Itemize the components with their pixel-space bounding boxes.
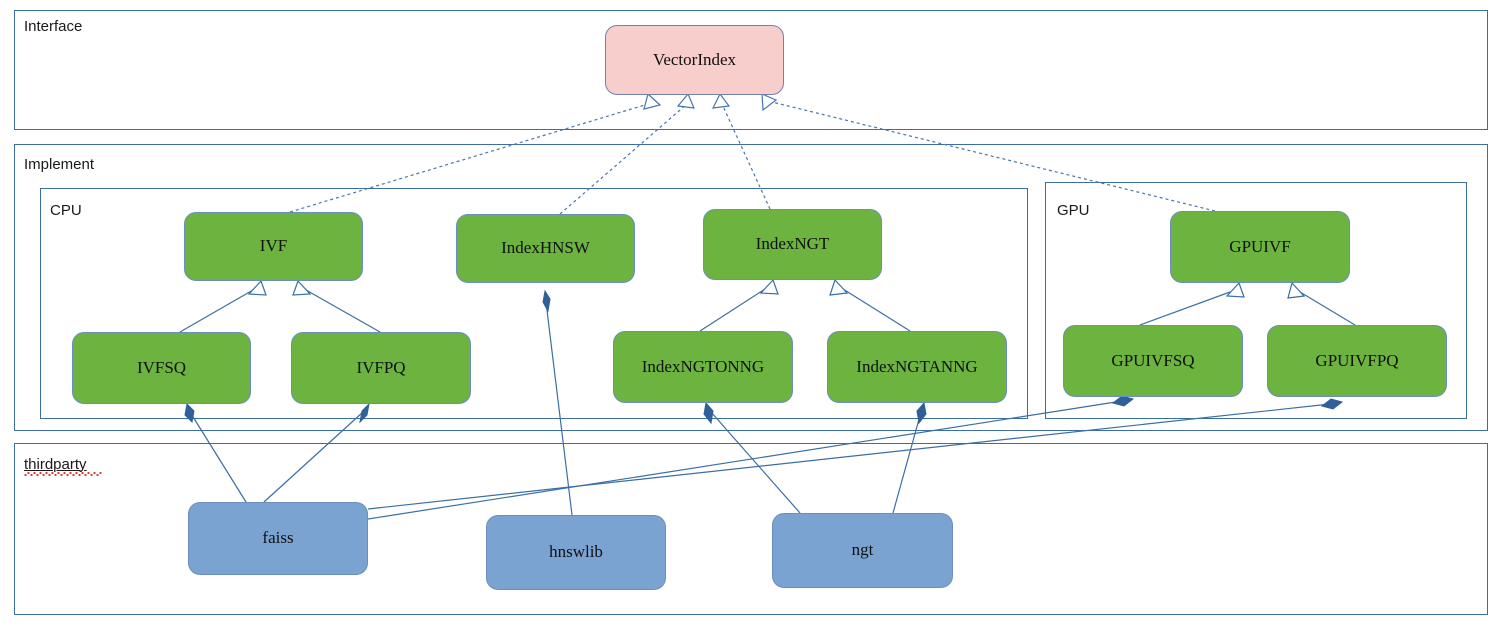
spellcheck-underline-icon — [24, 472, 102, 476]
node-ivfpq-label: IVFPQ — [356, 357, 406, 377]
node-ivf[interactable]: IVF — [184, 212, 363, 281]
node-vector-index-label: VectorIndex — [652, 49, 737, 69]
frame-interface-label: Interface — [24, 18, 83, 35]
node-index-ngt-label: IndexNGT — [755, 234, 830, 254]
node-ngt[interactable]: ngt — [772, 513, 953, 588]
node-faiss[interactable]: faiss — [188, 502, 368, 575]
frame-implement-label: Implement — [24, 156, 95, 173]
node-gpuivfpq-label: GPUIVFPQ — [1315, 350, 1399, 370]
node-vector-index[interactable]: VectorIndex — [605, 25, 784, 95]
node-gpuivf[interactable]: GPUIVF — [1170, 211, 1350, 283]
node-index-ngtonng[interactable]: IndexNGTONNG — [613, 331, 793, 403]
node-gpuivf-label: GPUIVF — [1229, 236, 1291, 256]
node-gpuivfsq-label: GPUIVFSQ — [1111, 350, 1195, 370]
node-index-hnsw-label: IndexHNSW — [501, 238, 590, 258]
node-ngt-label: ngt — [851, 540, 874, 560]
node-faiss-label: faiss — [262, 528, 294, 548]
node-index-ngt[interactable]: IndexNGT — [703, 209, 882, 280]
node-gpuivfpq[interactable]: GPUIVFPQ — [1267, 325, 1447, 397]
node-index-ngtanng[interactable]: IndexNGTANNG — [827, 331, 1007, 403]
node-ivf-label: IVF — [259, 236, 288, 256]
node-hnswlib-label: hnswlib — [549, 542, 603, 562]
frame-cpu-label: CPU — [50, 202, 82, 219]
node-index-ngtanng-label: IndexNGTANNG — [856, 356, 978, 376]
node-index-hnsw[interactable]: IndexHNSW — [456, 214, 635, 283]
frame-thirdparty-label: thirdparty — [24, 456, 87, 473]
frame-gpu-label: GPU — [1057, 202, 1090, 219]
node-ivfpq[interactable]: IVFPQ — [291, 332, 471, 404]
node-ivfsq-label: IVFSQ — [136, 357, 187, 377]
node-hnswlib[interactable]: hnswlib — [486, 515, 666, 590]
node-gpuivfsq[interactable]: GPUIVFSQ — [1063, 325, 1243, 397]
node-index-ngtonng-label: IndexNGTONNG — [641, 356, 765, 376]
node-ivfsq[interactable]: IVFSQ — [72, 332, 251, 404]
